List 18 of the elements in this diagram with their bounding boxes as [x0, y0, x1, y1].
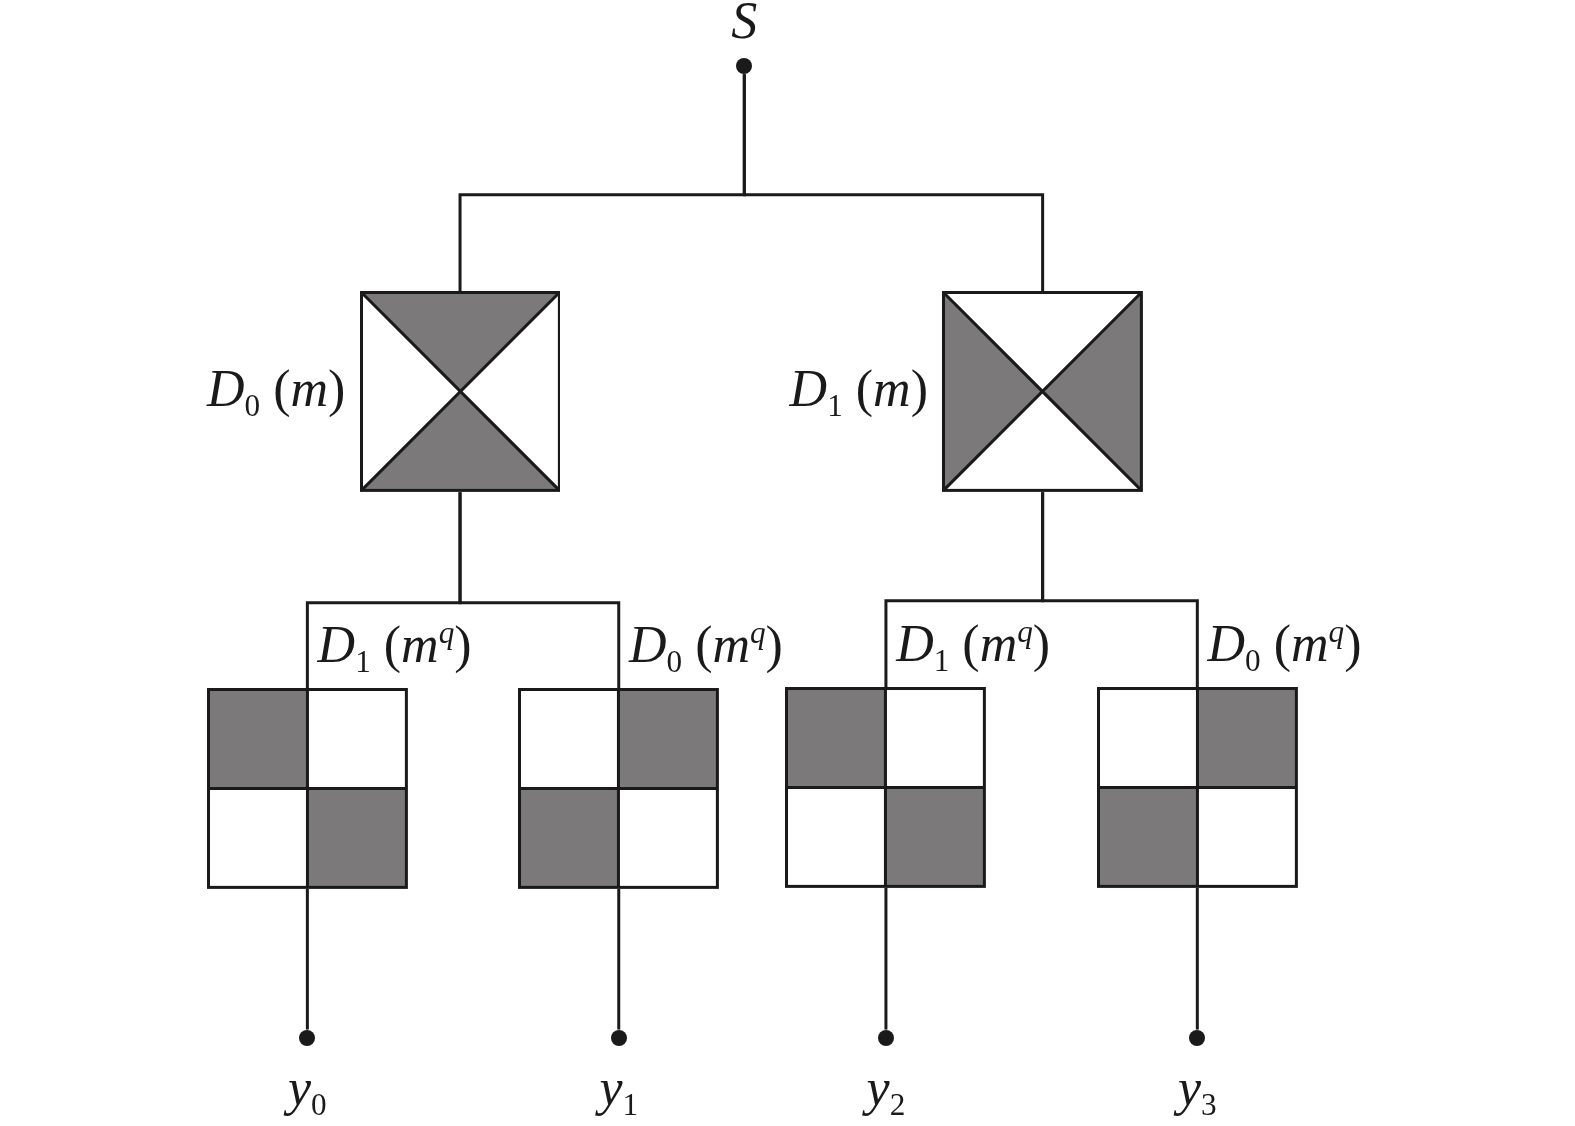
output-label: y$_{0}$	[281, 1055, 333, 1125]
output-label: y$_{3}$	[1171, 1055, 1223, 1125]
connector-line	[617, 888, 621, 1030]
function-label: D$_{1}$ (m)	[788, 359, 929, 426]
connector-line	[884, 887, 888, 1030]
connector-line	[458, 492, 621, 689]
function-label: D$_{0}$ (m)	[205, 359, 347, 426]
connector-line	[305, 888, 309, 1030]
connector-line	[742, 74, 1045, 292]
function-label: D$_{0}$ (m$^{q}$)	[627, 613, 784, 681]
connector-line	[1041, 492, 1199, 688]
function-label: D$_{1}$ (m$^{q}$)	[894, 612, 1052, 680]
function-label: D$_{0}$ (m$^{q}$)	[1206, 612, 1363, 680]
output-label: y$_{2}$	[860, 1055, 912, 1125]
connector-line	[1195, 887, 1199, 1030]
signal-label: S	[730, 0, 759, 52]
output-label: y$_{1}$	[593, 1055, 645, 1125]
function-label: D$_{1}$ (m$^{q}$)	[316, 613, 473, 681]
